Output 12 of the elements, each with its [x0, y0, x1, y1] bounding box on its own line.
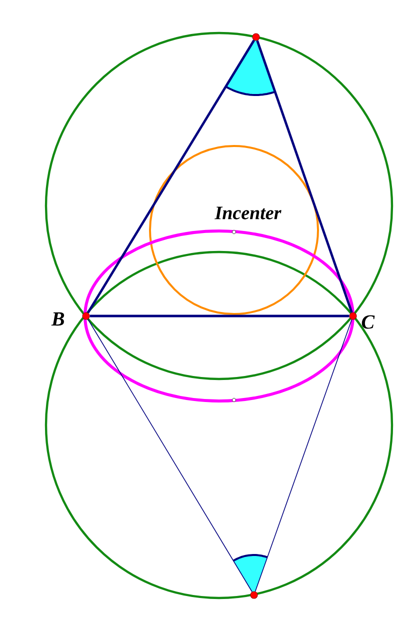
- line-segment: [88, 318, 252, 592]
- point: [252, 33, 260, 41]
- line-segment: [256, 40, 353, 313]
- point: [349, 312, 357, 320]
- line-segment: [90, 314, 350, 318]
- point: [250, 591, 258, 599]
- point: [82, 312, 90, 320]
- line-segment: [86, 40, 256, 314]
- point-label: C: [362, 315, 375, 329]
- point-label: B: [51, 312, 64, 326]
- point-label: Incenter: [214, 206, 282, 220]
- line-segment: [254, 319, 352, 592]
